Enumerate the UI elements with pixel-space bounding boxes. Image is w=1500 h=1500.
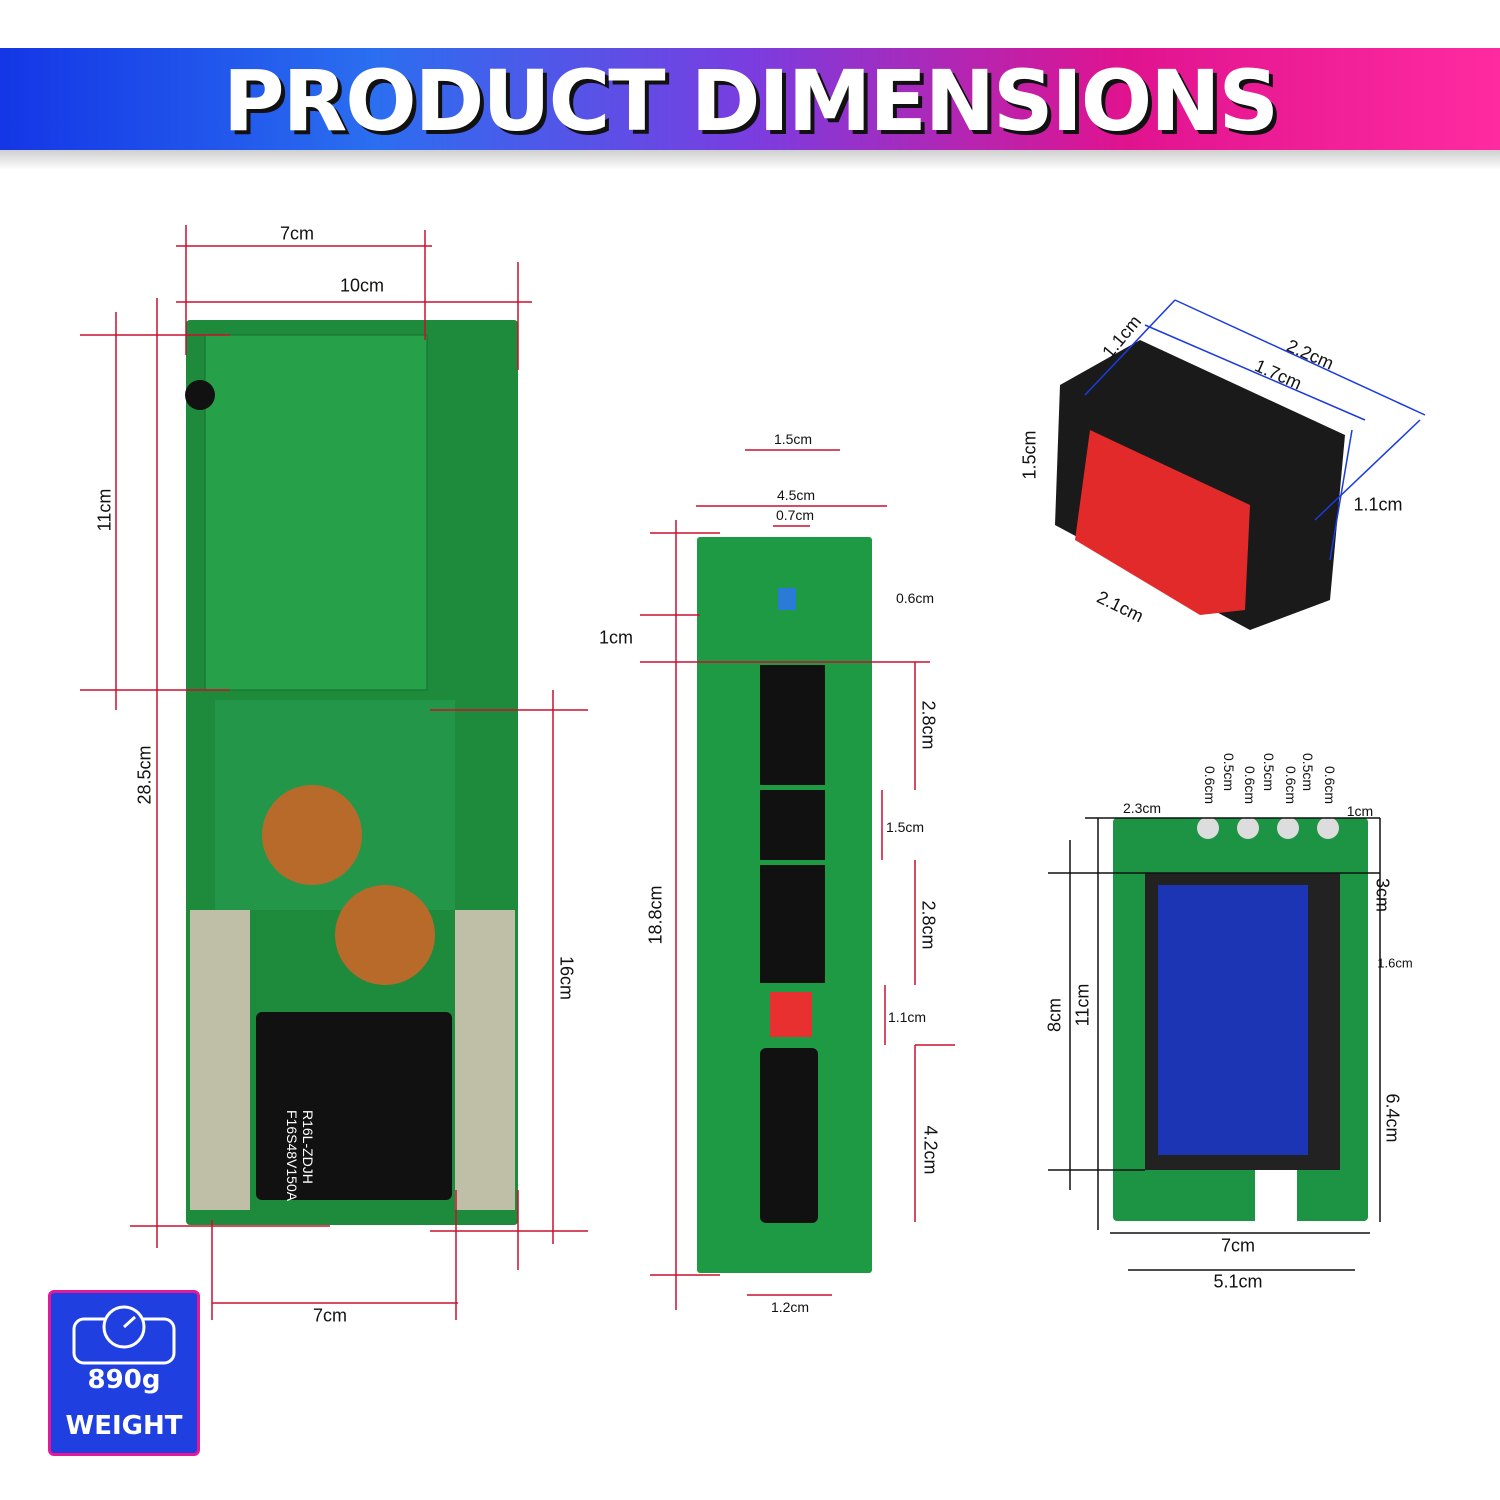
lcd-dimension-lines — [1048, 817, 1381, 1271]
mosfet-module — [256, 1012, 452, 1200]
dim-label: 1.5cm — [885, 819, 925, 835]
comm-board — [697, 537, 872, 1273]
dim-label: 1.6cm — [1377, 955, 1413, 971]
dim-label: 10cm — [339, 275, 385, 296]
weight-badge: 890g WEIGHT — [48, 1290, 200, 1456]
dim-label: 1cm — [598, 627, 634, 648]
banner-shadow — [0, 150, 1500, 170]
dim-label: 8cm — [1044, 997, 1065, 1033]
dim-label: 11cm — [94, 488, 115, 532]
dim-label: 7cm — [1220, 1235, 1256, 1256]
page-title: PRODUCT DIMENSIONS — [223, 52, 1279, 150]
dim-label: 0.6cm — [1322, 765, 1338, 805]
rocker-switch — [1055, 340, 1345, 630]
dim-label: 0.6cm — [1242, 765, 1258, 805]
main-board — [185, 320, 518, 1225]
weight-label: WEIGHT — [65, 1411, 183, 1441]
dim-label: 11cm — [1072, 983, 1093, 1027]
weight-value: 890g — [87, 1365, 161, 1395]
dim-label: 4.5cm — [776, 487, 816, 503]
header-banner — [0, 48, 1500, 152]
dim-label: 0.6cm — [1202, 765, 1218, 805]
dim-label: 3cm — [1372, 877, 1393, 913]
dim-label: 0.5cm — [1261, 752, 1277, 792]
dim-label: 18.8cm — [645, 885, 666, 945]
dim-label: 0.5cm — [1300, 752, 1316, 792]
dim-label: 7cm — [312, 1305, 348, 1326]
dim-label: 1.5cm — [1019, 430, 1040, 480]
dim-label: 28.5cm — [134, 745, 155, 805]
dim-label: 7cm — [279, 223, 315, 244]
dim-label: 5.1cm — [1213, 1271, 1263, 1292]
switch-dimension-lines — [1084, 299, 1426, 561]
dim-label: 1.5cm — [773, 431, 813, 447]
inductor-coil — [262, 785, 362, 885]
lcd-board — [1113, 817, 1368, 1225]
scale-icon — [72, 1305, 176, 1365]
dim-label: 1.1cm — [1353, 494, 1403, 515]
dim-label: 4.2cm — [920, 1125, 941, 1175]
dimension-lines — [80, 225, 955, 1320]
dim-label: 1.1cm — [887, 1009, 927, 1025]
dim-label: 0.5cm — [1221, 752, 1237, 792]
dim-label: 0.6cm — [895, 590, 935, 606]
dim-label: 1cm — [1346, 803, 1374, 819]
dim-label: 0.6cm — [1283, 765, 1299, 805]
dim-label: 2.3cm — [1122, 800, 1162, 816]
dim-label: 2.8cm — [918, 700, 939, 750]
dim-label: 6.4cm — [1382, 1093, 1403, 1143]
dim-label: 0.7cm — [775, 507, 815, 523]
dim-label: 16cm — [556, 955, 577, 1001]
dim-label: 1.2cm — [770, 1299, 810, 1315]
inductor-coil — [335, 885, 435, 985]
chip-label: R16L-ZDJH F16S48V150A — [284, 1110, 316, 1202]
dim-label: 2.8cm — [918, 900, 939, 950]
